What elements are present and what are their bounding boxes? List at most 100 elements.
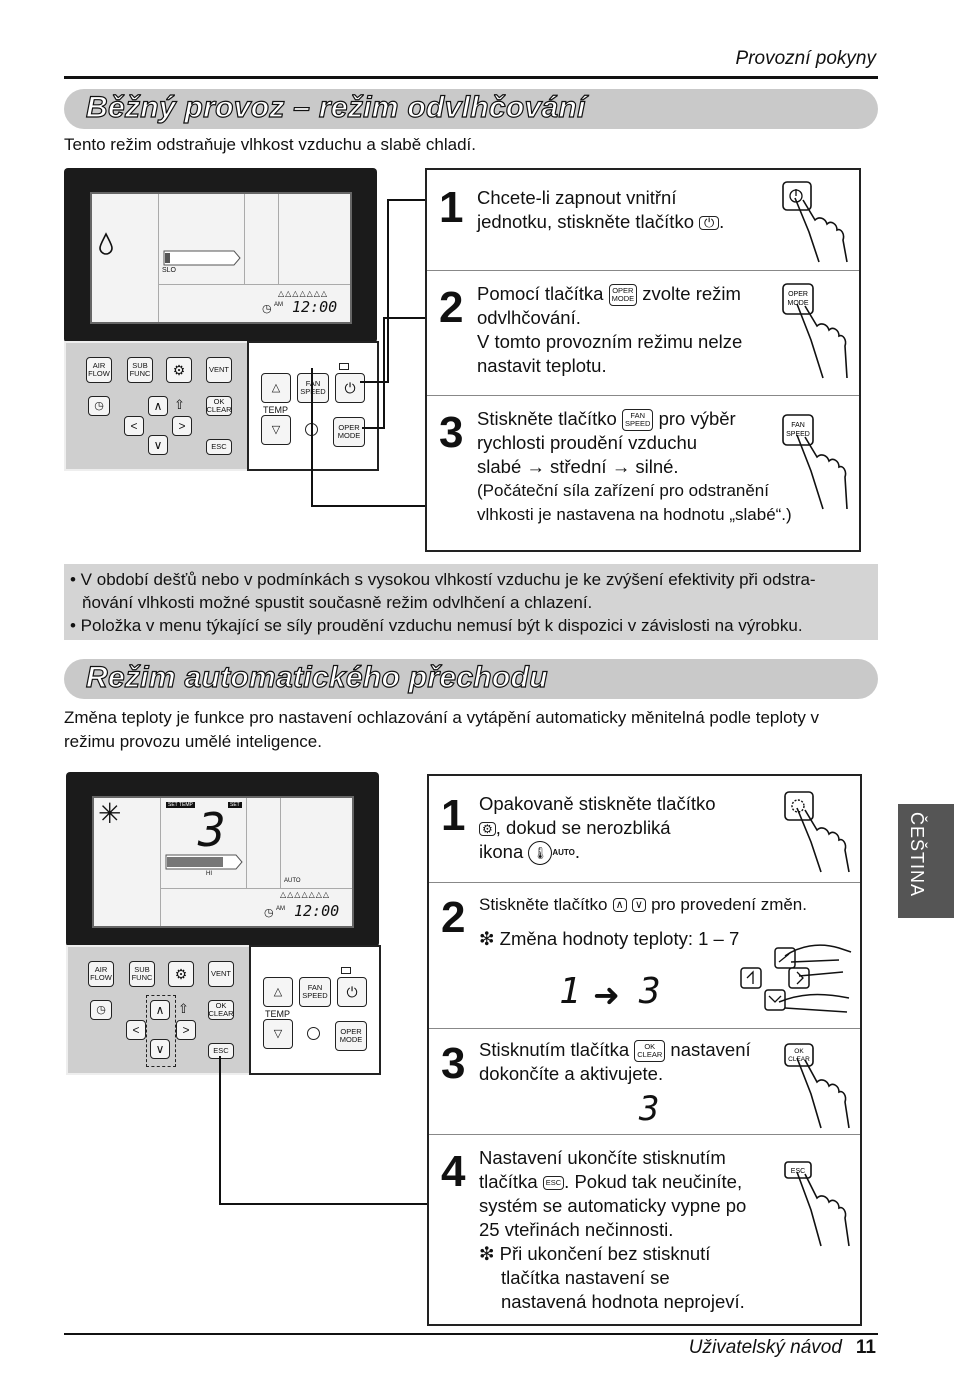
svg-text:FAN: FAN — [791, 422, 805, 429]
confirmed-value: 3 — [639, 1089, 660, 1129]
step-text: . — [574, 841, 581, 862]
step-text: ikona — [479, 841, 524, 862]
hand-pressing-esc-icon: ESC — [784, 1161, 850, 1247]
down-arrow-button[interactable]: ∨ — [148, 435, 168, 455]
step-1-1: 1 Chcete-li zapnout vnitřní jednotku, st… — [427, 170, 859, 271]
settings-icon[interactable]: ⚙ — [166, 357, 192, 383]
reset-hole-2 — [307, 1027, 320, 1040]
language-tab-label: ČEŠTINA — [907, 812, 927, 898]
highlight-updown — [146, 995, 176, 1067]
step-text: (Počáteční síla zařízení pro odstranění — [477, 481, 769, 501]
air-flow-button[interactable]: AIR FLOW — [86, 357, 112, 383]
oper-mode-key-icon: OPER MODE — [608, 284, 638, 307]
auto-label: AUTO — [284, 878, 301, 884]
step-number: 1 — [441, 791, 466, 840]
left-arrow-button-2[interactable]: < — [126, 1020, 146, 1040]
am-indicator-2: AM — [276, 906, 285, 912]
step-text: rychlosti proudění vzduchu — [477, 432, 698, 454]
step-text: V tomto provozním režimu nelze — [477, 331, 743, 353]
remote-side-panel-2: △ TEMP ▽ FAN SPEED ⏻ OPER MODE — [249, 945, 381, 1075]
svg-text:SPEED: SPEED — [786, 431, 810, 438]
notes-box: • V období dešťů nebo v podmínkách s vys… — [64, 564, 878, 640]
step-text: . Pokud tak neučiníte, — [564, 1171, 743, 1192]
step-2-1: 1 Opakovaně stiskněte tlačítko ⚙, dokud … — [429, 776, 860, 883]
step-text: Nastavení ukončíte stisknutím — [479, 1147, 726, 1168]
power-button-2[interactable]: ⏻ — [337, 977, 367, 1007]
vent-button[interactable]: VENT — [206, 357, 232, 383]
remote-side-panel: △ TEMP ▽ FAN SPEED ⏻ OPER MODE — [247, 341, 379, 471]
up-arrow-button-2[interactable]: ∧ — [150, 1000, 170, 1020]
svg-text:MODE: MODE — [788, 300, 809, 307]
hand-pressing-power-icon — [782, 181, 848, 263]
timer-clock-icon[interactable]: ◷ — [88, 396, 110, 416]
left-arrow-button[interactable]: < — [124, 416, 144, 436]
down-arrow-button-2[interactable]: ∨ — [150, 1039, 170, 1059]
clock-icon: ◷ — [262, 303, 272, 315]
drop-icon — [99, 232, 113, 255]
hi-label: HI — [206, 871, 212, 877]
step-text: pro výběr — [658, 408, 736, 429]
step-number: 3 — [441, 1039, 466, 1088]
fan-speed-button-2[interactable]: FAN SPEED — [299, 977, 331, 1007]
step-text: nastavení — [670, 1039, 751, 1060]
vent-button-2[interactable]: VENT — [208, 961, 234, 987]
step-text: Stiskněte tlačítko — [477, 408, 617, 429]
section-1-title: Běžný provoz – režim odvlhčování — [85, 90, 586, 124]
settings-icon-2[interactable]: ⚙ — [168, 961, 194, 987]
weekday-icons-2: △△△△△△△ — [280, 890, 331, 899]
right-arrow-button-2[interactable]: > — [176, 1020, 196, 1040]
ok-clear-button-2[interactable]: OK CLEAR — [208, 1000, 234, 1020]
oper-mode-button[interactable]: OPER MODE — [333, 417, 365, 447]
power-button-icon: ⏻ — [699, 216, 720, 231]
step-number: 4 — [441, 1147, 466, 1196]
down-key-icon: ∨ — [631, 898, 646, 913]
clock-icon-2: ◷ — [264, 907, 274, 919]
esc-button[interactable]: ESC — [206, 439, 232, 455]
value-from: 1 — [559, 971, 581, 1012]
power-button[interactable]: ⏻ — [335, 373, 365, 403]
note-line: • Položka v menu týkající se síly proudě… — [70, 616, 803, 635]
svg-text:OPER: OPER — [788, 291, 808, 298]
timer-clock-icon-2[interactable]: ◷ — [90, 1000, 112, 1020]
remote-display-housing-2: ✳ SET TEMP SET 3 HI AUTO △△△△△△△ ◷ AM 12… — [66, 772, 379, 947]
auto-mode-icon: ✳ — [98, 798, 122, 829]
right-arrow-button[interactable]: > — [172, 416, 192, 436]
lcd-screen: SLO △△△△△△△ ◷ AM 12:00 — [90, 192, 352, 324]
step-text: Pomocí tlačítka — [477, 283, 604, 304]
step-text: vlhkosti je nastavena na hodnotu „slabé“… — [477, 505, 792, 525]
set-label: SET — [228, 802, 242, 808]
note-line: ňování vlhkosti možné spustit současně r… — [82, 593, 593, 612]
temp-label: TEMP — [263, 405, 289, 415]
step-text: jednotku, stiskněte tlačítko — [477, 211, 694, 232]
air-flow-button-2[interactable]: AIR FLOW — [88, 961, 114, 987]
svg-text:OK: OK — [794, 1048, 804, 1055]
intro-line: Změna teploty je funkce pro nastavení oc… — [64, 708, 820, 727]
clock-time-2: 12:00 — [294, 902, 340, 920]
svg-text:CLEAR: CLEAR — [788, 1056, 810, 1063]
temp-down-button-2[interactable]: ▽ — [263, 1019, 293, 1049]
up-arrow-button[interactable]: ∧ — [148, 396, 168, 416]
sub-func-button[interactable]: SUB FUNC — [127, 357, 153, 383]
hands-pressing-arrows-icon — [740, 944, 852, 1013]
fan-label: SLO — [162, 267, 177, 274]
temp-up-button[interactable]: △ — [261, 373, 291, 403]
step-text: Stisknutím tlačítka — [479, 1039, 630, 1060]
ok-clear-button[interactable]: OK CLEAR — [206, 396, 232, 416]
step-text: dokončíte a aktivujete. — [479, 1063, 664, 1085]
temp-down-button[interactable]: ▽ — [261, 415, 291, 445]
step-number: 2 — [439, 283, 464, 332]
lcd-screen-2: ✳ SET TEMP SET 3 HI AUTO △△△△△△△ ◷ AM 12… — [92, 796, 354, 928]
step-text: 25 vteřinách nečinnosti. — [479, 1219, 674, 1240]
step-text: odvlhčování. — [477, 307, 581, 329]
step-text: tlačítka — [479, 1171, 538, 1192]
oper-mode-button-2[interactable]: OPER MODE — [335, 1021, 367, 1051]
settings-key-icon: ⚙ — [479, 822, 496, 837]
sub-func-button-2[interactable]: SUB FUNC — [129, 961, 155, 987]
temp-up-button-2[interactable]: △ — [263, 977, 293, 1007]
step-number: 3 — [439, 408, 464, 457]
value-to: 3 — [639, 971, 661, 1012]
indicator-led — [339, 363, 349, 370]
step-text: nastavit teplotu. — [477, 355, 607, 377]
hand-pressing-settings-icon — [784, 791, 850, 873]
